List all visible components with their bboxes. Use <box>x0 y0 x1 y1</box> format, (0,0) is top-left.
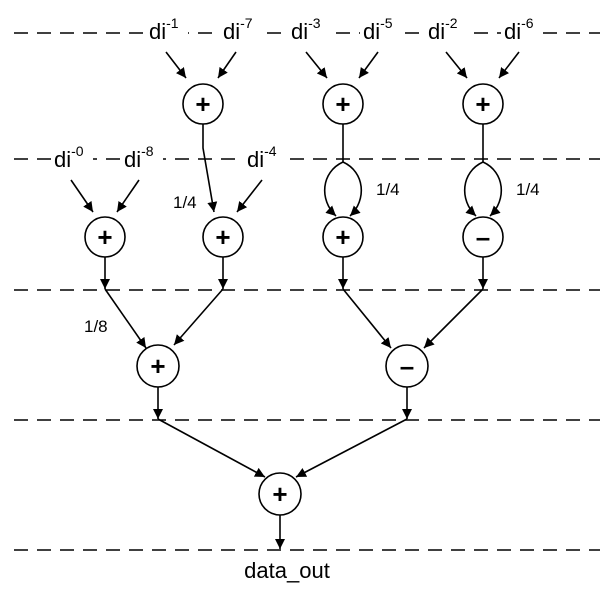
edge-to-final-right <box>295 418 408 478</box>
edge-fork-right-right <box>482 161 503 217</box>
edge-to-sub3-right <box>423 288 484 349</box>
adder-node-2b: + <box>202 216 244 258</box>
edge-fork-left-right <box>463 161 484 217</box>
input-label-di0: di-0 <box>54 143 84 172</box>
svg-text:+: + <box>335 222 350 252</box>
input-label-di4: di-4 <box>247 143 277 172</box>
edge-di3-to-adder <box>305 51 328 79</box>
adder-node-3: + <box>136 344 180 388</box>
adder-node-2c: + <box>322 216 364 258</box>
output-label: data_out <box>244 558 330 583</box>
edge-to-final-left <box>157 418 266 478</box>
svg-text:+: + <box>475 89 490 119</box>
input-label-di5: di-5 <box>363 15 393 44</box>
edge-di6-to-adder <box>498 51 520 79</box>
edge-adder1-to-adder2b <box>202 124 218 213</box>
svg-text:–: – <box>400 351 414 381</box>
svg-text:+: + <box>97 222 112 252</box>
adder-node-2a: + <box>84 216 126 258</box>
adder-node-1b: + <box>322 83 364 125</box>
edge-to-sub3-left <box>342 288 392 349</box>
edge-di7-to-adder <box>217 51 237 79</box>
input-label-di8: di-8 <box>124 143 154 172</box>
svg-text:+: + <box>335 89 350 119</box>
edge-to-adder3-right <box>173 288 224 346</box>
input-label-di2: di-2 <box>428 15 458 44</box>
adder-node-1a: + <box>182 83 224 125</box>
scale-factors: 1/4 1/4 1/4 1/8 <box>84 180 540 336</box>
svg-text:+: + <box>272 479 287 509</box>
edge-fork-left-mid <box>323 161 344 217</box>
input-label-di7: di-7 <box>223 15 253 44</box>
subtractor-node-2d: – <box>462 216 504 258</box>
edge-fork-right-mid <box>342 161 363 217</box>
svg-text:–: – <box>476 222 490 252</box>
edge-di1-to-adder <box>165 51 187 79</box>
signal-edges <box>70 51 520 549</box>
edge-to-adder3-left <box>104 288 147 349</box>
factor-label-quarter-left: 1/4 <box>173 193 197 212</box>
edge-di5-to-adder <box>358 51 379 79</box>
input-labels: di-1 di-7 di-3 di-5 di-2 di-6 di-0 di-8 … <box>51 14 543 174</box>
subtractor-node-3: – <box>385 344 429 388</box>
factor-label-eighth: 1/8 <box>84 317 108 336</box>
pipeline-stage-lines <box>14 32 600 551</box>
svg-text:+: + <box>195 89 210 119</box>
adder-node-final: + <box>258 472 302 516</box>
edge-di0-to-adder <box>70 179 94 213</box>
adder-node-1c: + <box>462 83 504 125</box>
factor-label-quarter-mid: 1/4 <box>376 180 400 199</box>
input-label-di1: di-1 <box>149 15 179 44</box>
input-label-di6: di-6 <box>504 15 534 44</box>
svg-text:+: + <box>215 222 230 252</box>
factor-label-quarter-right: 1/4 <box>516 180 540 199</box>
edge-di4-to-adder <box>236 179 263 213</box>
operator-nodes: + + + + + + – + <box>84 83 504 516</box>
edge-di8-to-adder <box>116 179 140 213</box>
edge-di2-to-adder <box>445 51 468 79</box>
input-label-di3: di-3 <box>291 15 321 44</box>
svg-text:+: + <box>150 351 165 381</box>
